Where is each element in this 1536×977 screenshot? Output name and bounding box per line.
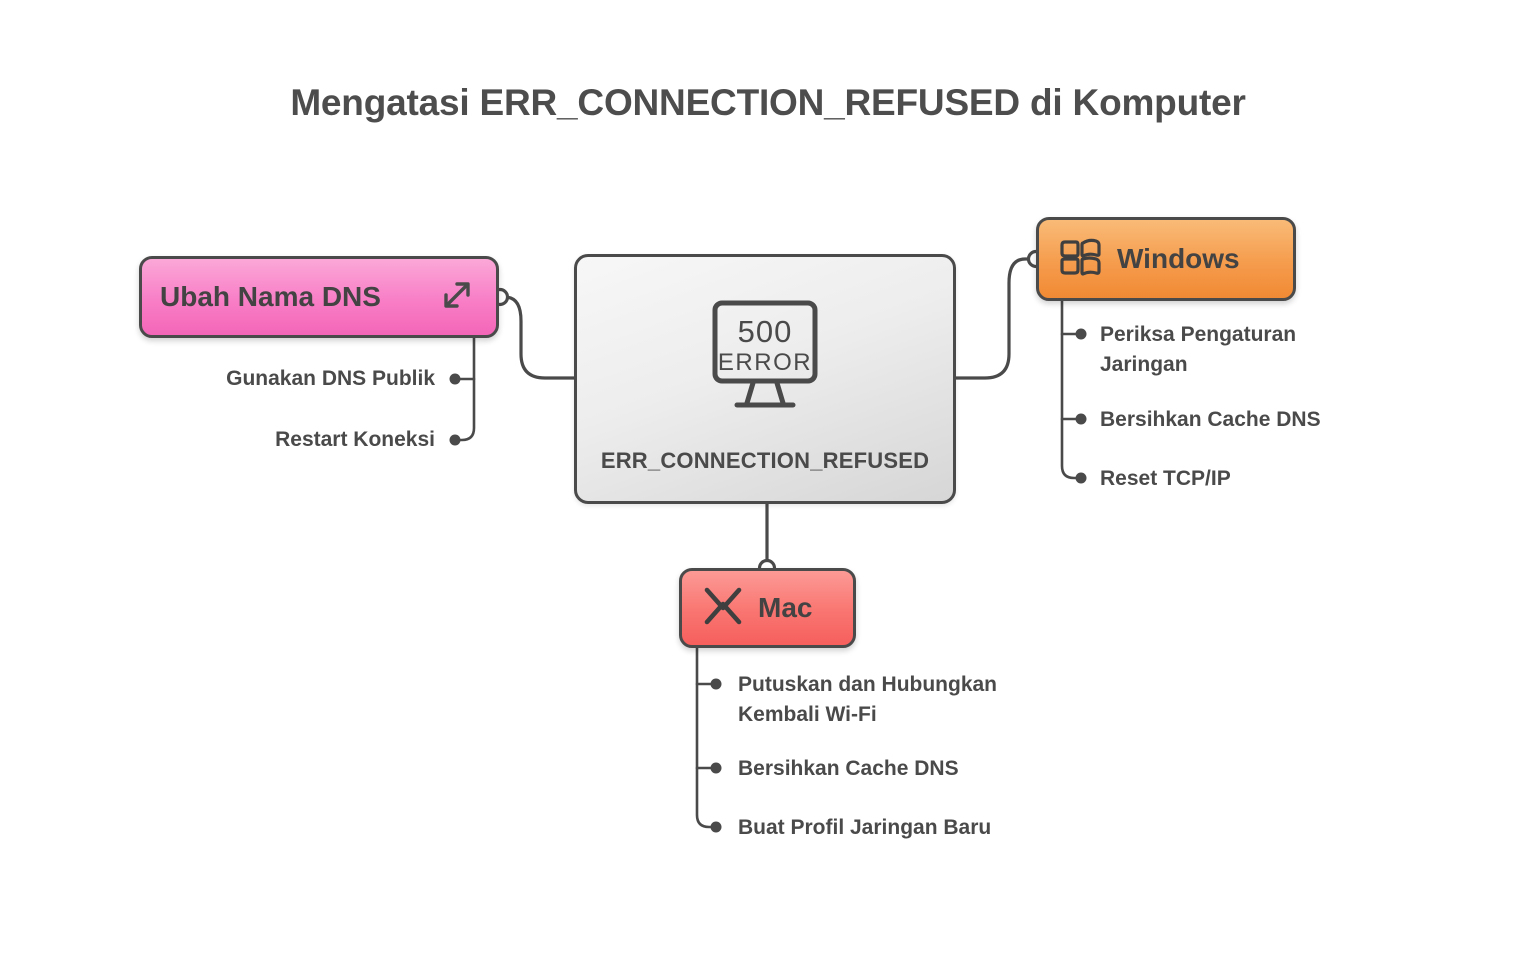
dot-dns-subitem-2: [449, 434, 461, 446]
dns-subitem-1[interactable]: Gunakan DNS Publik: [226, 367, 435, 390]
dot-mac-subitem-3: [710, 821, 722, 833]
branch-node-dns[interactable]: Ubah Nama DNS: [139, 256, 499, 338]
page-title: Mengatasi ERR_CONNECTION_REFUSED di Komp…: [290, 82, 1246, 123]
center-node-label: ERR_CONNECTION_REFUSED: [600, 447, 930, 473]
branch-node-mac-label: Mac: [758, 592, 813, 623]
dot-mac-subitem-2: [710, 762, 722, 774]
monitor-error-icon: 500 ERROR: [709, 299, 821, 420]
connector-center-to-dns: [498, 295, 576, 380]
dot-dns-subitem-1: [449, 373, 461, 385]
branch-node-windows[interactable]: Windows: [1036, 217, 1296, 301]
expand-diagonal-arrows-icon: [436, 274, 478, 321]
connector-windows-subitems-spine: [1060, 299, 1081, 480]
windows-subitem-3[interactable]: Reset TCP/IP: [1100, 467, 1231, 490]
branch-node-dns-label: Ubah Nama DNS: [160, 281, 381, 312]
dot-mac-subitem-1: [710, 678, 722, 690]
svg-text:500: 500: [738, 314, 793, 349]
mac-x-icon: [700, 583, 746, 634]
mac-subitem-2[interactable]: Bersihkan Cache DNS: [738, 757, 959, 780]
dot-windows-subitem-3: [1075, 472, 1087, 484]
mac-subitem-3[interactable]: Buat Profil Jaringan Baru: [738, 816, 992, 839]
svg-text:ERROR: ERROR: [718, 349, 812, 376]
dot-windows-subitem-2: [1075, 413, 1087, 425]
connector-dns-subitems-spine: [455, 336, 476, 442]
connector-center-to-windows: [954, 257, 1033, 380]
windows-subitem-2[interactable]: Bersihkan Cache DNS: [1100, 408, 1321, 431]
dot-windows-subitem-1: [1075, 328, 1087, 340]
mac-subitem-1[interactable]: Putuskan dan Hubungkan Kembali Wi-Fi: [738, 673, 998, 726]
center-node-err-connection-refused[interactable]: 500 ERROR ERR_CONNECTION_REFUSED: [574, 254, 956, 504]
windows-logo-icon: [1057, 235, 1105, 284]
dns-subitem-2[interactable]: Restart Koneksi: [275, 428, 435, 451]
branch-node-mac[interactable]: Mac: [679, 568, 856, 648]
connector-mac-subitems-spine: [695, 646, 716, 829]
branch-node-windows-label: Windows: [1117, 243, 1240, 274]
windows-subitem-1[interactable]: Periksa Pengaturan Jaringan: [1100, 323, 1297, 376]
